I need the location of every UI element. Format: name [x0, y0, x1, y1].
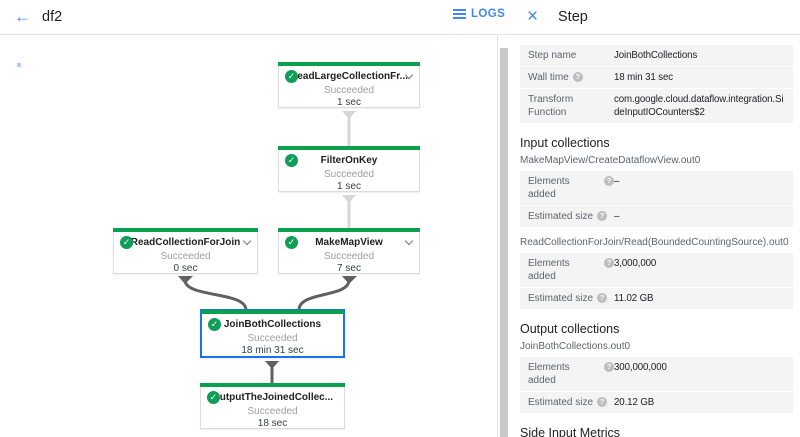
summary-row-transform-function: Transform Function com.google.cloud.data…	[520, 89, 793, 123]
graph-node-outputthejoinedcollection[interactable]: ✓ OutputTheJoinedCollec... Succeeded 18 …	[200, 383, 345, 429]
node-status: Succeeded	[323, 85, 375, 96]
page-title: df2	[42, 9, 63, 25]
metric-label: Elements added ?	[528, 257, 614, 283]
metric-value: 300,000,000	[614, 362, 667, 373]
collection-name: MakeMapView/CreateDataflowView.out0	[520, 155, 701, 166]
help-icon[interactable]: ?	[604, 362, 614, 372]
output-collections-heading: Output collections	[520, 322, 620, 336]
metric-row-estimated-size: Estimated size ? 20.12 GB	[520, 392, 793, 413]
graph-node-joinbothcollections-selected[interactable]: ✓ JoinBothCollections Succeeded 18 min 3…	[200, 309, 345, 358]
node-status: Succeeded	[323, 251, 375, 262]
help-icon[interactable]: ?	[604, 176, 614, 186]
edge-readcollectionforjoin-joinboth	[178, 276, 248, 311]
canvas-marker-dot	[17, 63, 21, 67]
node-duration: 18 sec	[257, 418, 288, 429]
job-graph-canvas[interactable]: ✓ ReadLargeCollectionFr... Succeeded 1 s…	[0, 36, 497, 437]
node-status: Succeeded	[247, 406, 298, 417]
metric-label: Estimated size ?	[528, 396, 614, 409]
summary-row-step-name: Step name JoinBothCollections	[520, 45, 793, 66]
success-check-icon: ✓	[207, 391, 220, 404]
node-duration: 18 min 31 sec	[241, 345, 304, 356]
success-check-icon: ✓	[208, 318, 221, 331]
node-title: OutputTheJoinedCollec...	[211, 392, 334, 403]
help-icon[interactable]: ?	[597, 293, 608, 303]
node-status-bar	[278, 62, 420, 66]
logs-button[interactable]: LOGS	[453, 8, 505, 20]
canvas-scrollbar[interactable]	[500, 48, 508, 437]
node-status-bar	[113, 228, 258, 232]
node-status: Succeeded	[247, 333, 298, 344]
help-icon[interactable]: ?	[604, 258, 614, 268]
node-title: FilterOnKey	[320, 155, 378, 166]
edge-filteronkey-makemapview	[342, 195, 356, 228]
metric-value: –	[614, 211, 620, 222]
input-collections-heading: Input collections	[520, 136, 610, 150]
graph-edges	[178, 111, 357, 383]
metric-label: Estimated size ?	[528, 292, 614, 305]
metric-row-elements-added: Elements added ? 3,000,000	[520, 253, 793, 287]
node-title: ReadCollectionForJoin	[130, 237, 241, 248]
chevron-down-icon[interactable]	[404, 236, 414, 246]
metric-value: 20.12 GB	[614, 397, 655, 408]
logs-button-label: LOGS	[471, 8, 506, 20]
success-check-icon: ✓	[120, 236, 133, 249]
success-check-icon: ✓	[285, 236, 298, 249]
logs-icon	[453, 9, 466, 19]
edge-readlarge-filteronkey	[342, 111, 356, 146]
panel-divider	[497, 36, 498, 437]
metric-value: 3,000,000	[614, 258, 657, 269]
help-icon[interactable]: ?	[572, 72, 583, 82]
metric-row-elements-added: Elements added ? –	[520, 171, 793, 205]
edge-joinboth-output	[265, 361, 279, 383]
metric-label: Estimated size ?	[528, 210, 614, 223]
side-input-metrics-heading: Side Input Metrics	[520, 426, 621, 437]
metric-label: Elements added ?	[528, 361, 614, 387]
summary-value: com.google.cloud.dataflow.integration.Si…	[614, 94, 784, 118]
success-check-icon: ✓	[285, 70, 298, 83]
top-bar: ← df2 LOGS × Step	[0, 0, 800, 35]
graph-node-makemapview[interactable]: ✓ MakeMapView Succeeded 7 sec	[278, 228, 420, 274]
summary-label: Step name	[528, 50, 577, 61]
metric-row-elements-added: Elements added ? 300,000,000	[520, 357, 793, 391]
graph-node-filteronkey[interactable]: ✓ FilterOnKey Succeeded 1 sec	[278, 146, 420, 192]
graph-node-readcollectionforjoin[interactable]: ✓ ReadCollectionForJoin Succeeded 0 sec	[113, 228, 258, 274]
node-title: MakeMapView	[315, 237, 383, 248]
summary-row-wall-time: Wall time ? 18 min 31 sec	[520, 67, 793, 88]
node-status-bar	[201, 310, 344, 314]
collection-name: ReadCollectionForJoin/Read(BoundedCounti…	[520, 237, 789, 248]
node-status-bar	[200, 383, 345, 387]
summary-label: Wall time ?	[528, 71, 614, 84]
chevron-down-icon[interactable]	[242, 236, 252, 246]
node-duration: 1 sec	[337, 97, 361, 108]
node-duration: 7 sec	[337, 263, 361, 274]
step-details-panel: Step name JoinBothCollections Wall time …	[510, 36, 800, 437]
close-panel-button[interactable]: ×	[527, 6, 539, 27]
node-duration: 1 sec	[337, 181, 361, 192]
node-title: ReadLargeCollectionFr...	[290, 71, 408, 82]
metric-value: 11.02 GB	[614, 293, 654, 304]
metric-row-estimated-size: Estimated size ? 11.02 GB	[520, 288, 793, 309]
graph-node-readlargecollection[interactable]: ✓ ReadLargeCollectionFr... Succeeded 1 s…	[278, 62, 420, 108]
metric-row-estimated-size: Estimated size ? –	[520, 206, 793, 227]
success-check-icon: ✓	[285, 154, 298, 167]
panel-title: Step	[558, 9, 588, 25]
summary-label: Transform Function	[528, 94, 574, 118]
metric-label: Elements added ?	[528, 175, 614, 201]
node-title: JoinBothCollections	[223, 319, 322, 330]
help-icon[interactable]: ?	[597, 211, 608, 221]
help-icon[interactable]: ?	[597, 397, 608, 407]
node-duration: 0 sec	[173, 263, 198, 274]
node-status: Succeeded	[160, 251, 211, 262]
node-status-bar	[278, 146, 420, 150]
summary-value: 18 min 31 sec	[614, 72, 674, 83]
metric-value: –	[614, 176, 620, 187]
collection-name: JoinBothCollections.out0	[520, 341, 631, 352]
node-status-bar	[278, 228, 420, 232]
back-button[interactable]: ←	[14, 7, 31, 26]
summary-value: JoinBothCollections	[614, 50, 698, 61]
edge-makemapview-joinboth	[297, 276, 357, 311]
node-status: Succeeded	[323, 169, 375, 180]
